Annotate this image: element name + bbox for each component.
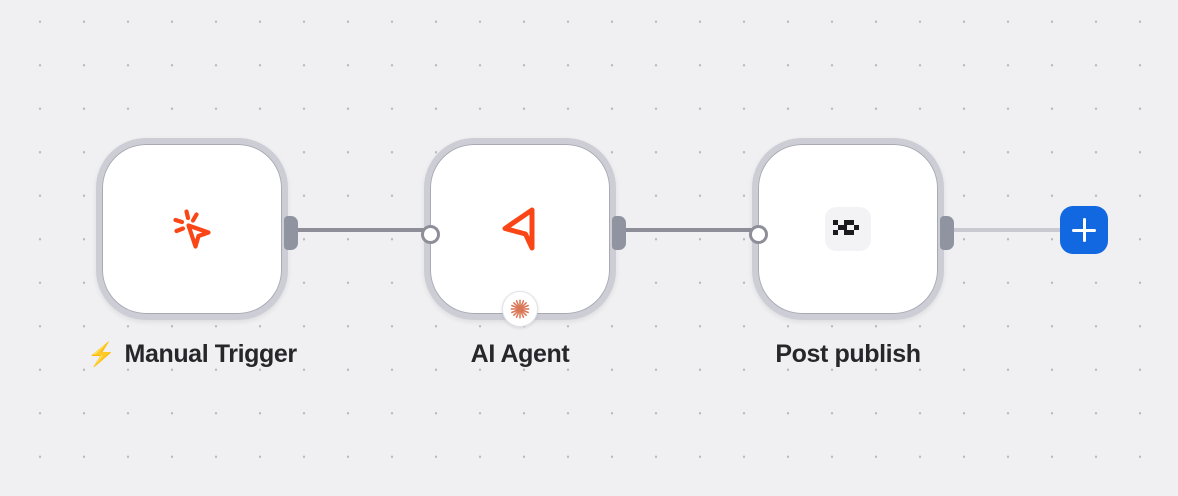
node-label-text: AI Agent xyxy=(470,340,570,368)
output-port-ai-agent[interactable] xyxy=(612,216,626,250)
workflow-node-post-publish[interactable]: Post publish xyxy=(749,138,954,368)
pixel-fast-forward-icon xyxy=(825,207,871,251)
node-body xyxy=(758,144,938,314)
cursor-click-icon xyxy=(161,198,223,260)
plus-icon-vertical xyxy=(1082,218,1086,242)
anthropic-starburst-icon xyxy=(510,299,530,319)
lightning-bolt-icon: ⚡ xyxy=(87,341,116,367)
node-body xyxy=(102,144,282,314)
model-badge-anthropic[interactable] xyxy=(502,291,538,327)
output-port-manual-trigger[interactable] xyxy=(284,216,298,250)
add-node-button[interactable] xyxy=(1060,206,1108,254)
workflow-node-ai-agent[interactable]: AI Agent xyxy=(421,138,626,368)
node-label-manual-trigger: ⚡ Manual Trigger xyxy=(87,340,298,369)
node-label-text: Manual Trigger xyxy=(124,340,298,368)
edge-manual-trigger-to-ai-agent[interactable] xyxy=(286,228,436,232)
node-body xyxy=(430,144,610,314)
node-label-ai-agent: AI Agent xyxy=(471,340,570,369)
node-label-text: Post publish xyxy=(775,340,921,368)
arrow-cursor-icon xyxy=(489,198,551,260)
workflow-node-manual-trigger[interactable]: ⚡ Manual Trigger xyxy=(87,138,298,368)
node-label-post-publish: Post publish xyxy=(775,340,921,369)
input-port-post-publish[interactable] xyxy=(749,225,768,244)
output-port-post-publish[interactable] xyxy=(940,216,954,250)
edge-post-publish-to-add-button[interactable] xyxy=(942,228,1066,232)
input-port-ai-agent[interactable] xyxy=(421,225,440,244)
edge-ai-agent-to-post-publish[interactable] xyxy=(614,228,764,232)
